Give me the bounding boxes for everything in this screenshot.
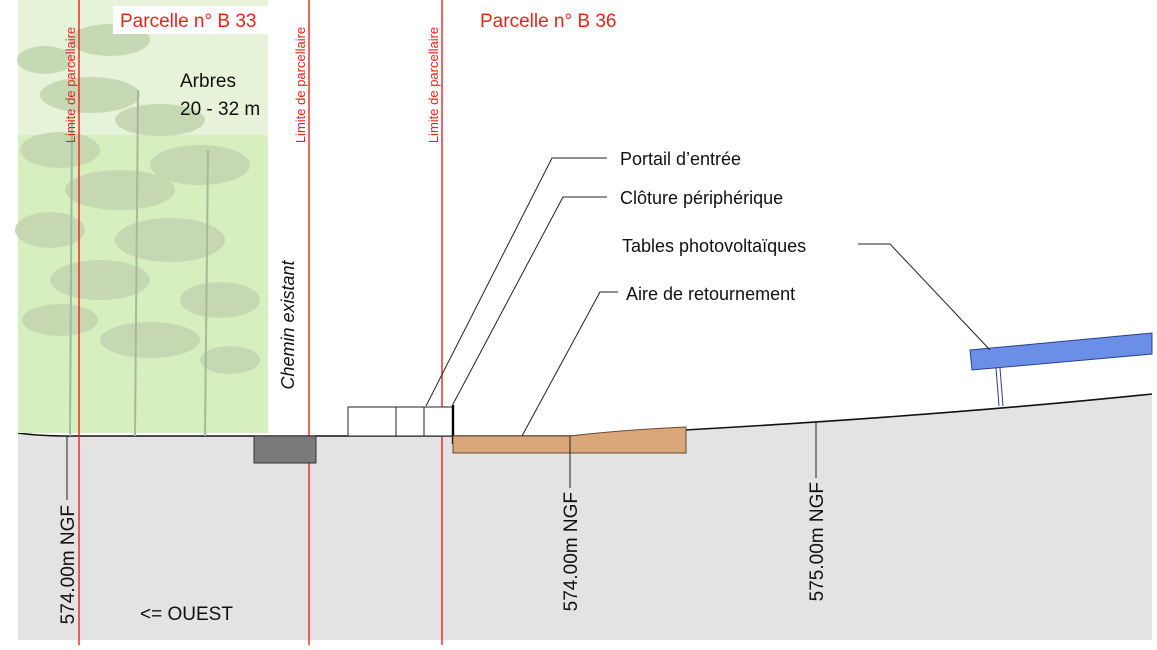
limit-label-1: Limite de parcellaire	[63, 27, 78, 143]
callout-leaders	[425, 157, 991, 437]
fence-box-2	[423, 406, 454, 437]
ground-profile-line	[17, 393, 1153, 437]
orientation-label: <= OUEST	[140, 604, 233, 625]
limit-label-2: Limite de parcellaire	[293, 27, 308, 143]
gate-box	[347, 406, 397, 437]
turning-area-leader	[521, 291, 618, 437]
elevation-middle: 574.00m NGF	[561, 492, 582, 611]
trees-label-line1: Arbres	[180, 71, 236, 92]
parcel-b33-label-bg	[113, 6, 273, 34]
elevation-left: 574.00m NGF	[58, 505, 79, 624]
elevation-right: 575.00m NGF	[807, 482, 828, 601]
limit-label-3: Limite de parcellaire	[426, 27, 441, 143]
parcel-b33-title: Parcelle n° B 33	[120, 11, 256, 32]
limit-lines	[78, 0, 443, 645]
gate-leader	[425, 157, 607, 407]
parcel-b36-title: Parcelle n° B 36	[480, 11, 616, 32]
fence-callout: Clôture périphérique	[620, 188, 783, 208]
pv-leader	[858, 243, 991, 351]
elevation-markers	[66, 422, 817, 500]
pv-table	[969, 332, 1153, 407]
gate-callout: Portail d’entrée	[620, 149, 741, 169]
gate-and-fence	[347, 406, 454, 437]
turning-area-callout: Aire de retournement	[626, 284, 795, 304]
tree-zone	[15, 0, 268, 437]
fence-leader	[451, 196, 607, 407]
pv-tables-callout: Tables photovoltaïques	[622, 236, 806, 256]
existing-path-block	[253, 435, 317, 464]
fence-box-1	[395, 406, 425, 437]
trees-label-line2: 20 - 32 m	[180, 99, 260, 120]
existing-path-label: Chemin existant	[278, 259, 298, 389]
